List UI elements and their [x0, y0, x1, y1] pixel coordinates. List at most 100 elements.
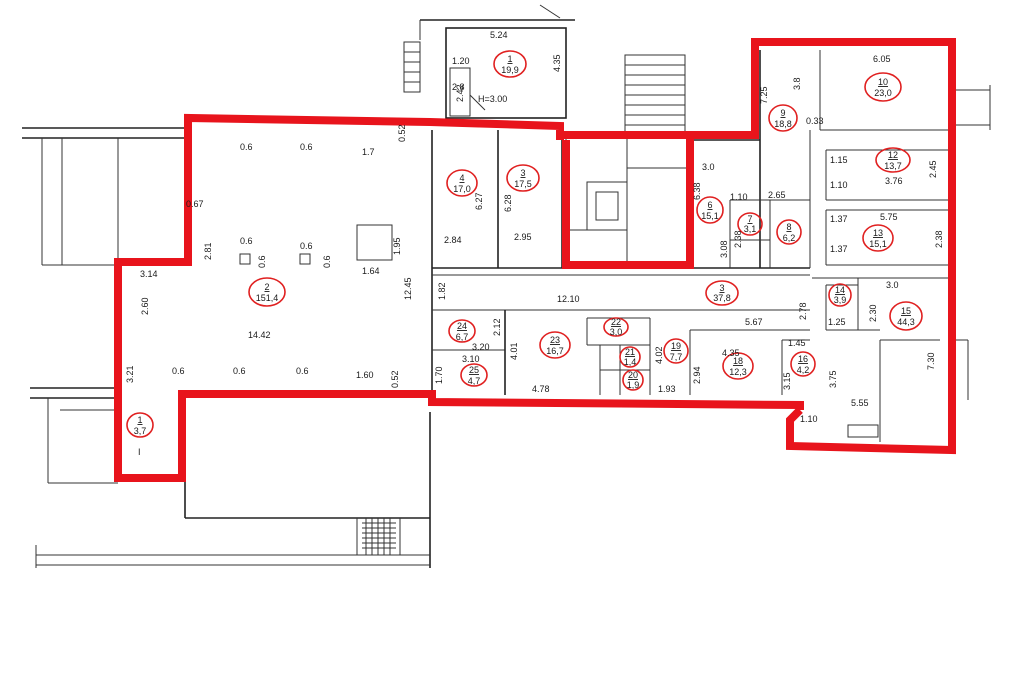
svg-text:1.10: 1.10 — [800, 414, 818, 424]
room-label: 2 151,4 — [248, 277, 286, 307]
room-labels: 1 19,9 2 151,4 3 17,5 4 17,0 3 37,8 6 15… — [126, 50, 923, 438]
svg-text:2.95: 2.95 — [514, 232, 532, 242]
svg-text:3: 3 — [520, 168, 525, 178]
svg-text:6,7: 6,7 — [456, 332, 469, 342]
svg-text:2.38: 2.38 — [934, 230, 944, 248]
svg-text:16: 16 — [798, 354, 808, 364]
svg-text:17,0: 17,0 — [453, 184, 471, 194]
room-label: 6 15,1 — [696, 196, 724, 224]
room-label: 3 37,8 — [705, 280, 739, 306]
svg-text:4,2: 4,2 — [797, 365, 810, 375]
svg-text:3.15: 3.15 — [782, 372, 792, 390]
svg-text:3,7: 3,7 — [134, 426, 147, 436]
room-label: 16 4,2 — [790, 351, 816, 377]
svg-text:5.67: 5.67 — [745, 317, 763, 327]
svg-text:1,9: 1,9 — [627, 380, 640, 390]
room-label: 13 15,1 — [862, 224, 894, 252]
room-label: 8 6,2 — [776, 219, 802, 245]
svg-text:I: I — [138, 447, 141, 457]
svg-text:1.37: 1.37 — [830, 214, 848, 224]
svg-text:6: 6 — [707, 200, 712, 210]
svg-text:0.6: 0.6 — [172, 366, 185, 376]
svg-text:2.12: 2.12 — [492, 318, 502, 336]
svg-text:13,7: 13,7 — [884, 161, 902, 171]
svg-text:19,9: 19,9 — [501, 65, 519, 75]
svg-text:3.08: 3.08 — [719, 240, 729, 258]
svg-text:6.28: 6.28 — [503, 194, 513, 212]
svg-text:2: 2 — [264, 282, 269, 292]
svg-text:17,5: 17,5 — [514, 179, 532, 189]
svg-text:1: 1 — [137, 415, 142, 425]
svg-text:3.21: 3.21 — [125, 365, 135, 383]
svg-text:6.27: 6.27 — [474, 192, 484, 210]
room-label: 1 19,9 — [493, 50, 527, 78]
svg-text:20: 20 — [628, 370, 638, 380]
svg-text:2.42: 2.42 — [455, 84, 465, 102]
svg-text:19: 19 — [671, 341, 681, 351]
svg-text:37,8: 37,8 — [713, 293, 731, 303]
svg-text:5.55: 5.55 — [851, 398, 869, 408]
svg-text:1.82: 1.82 — [437, 282, 447, 300]
svg-text:3.20: 3.20 — [472, 342, 490, 352]
svg-text:1,4: 1,4 — [624, 357, 637, 367]
svg-text:16,7: 16,7 — [546, 346, 564, 356]
room-label: 15 44,3 — [889, 301, 923, 331]
svg-text:1.37: 1.37 — [830, 244, 848, 254]
svg-text:7.30: 7.30 — [926, 352, 936, 370]
svg-text:7: 7 — [747, 214, 752, 224]
svg-text:1.7: 1.7 — [362, 147, 375, 157]
svg-text:1.70: 1.70 — [434, 366, 444, 384]
svg-text:0.6: 0.6 — [240, 236, 253, 246]
room-label: 10 23,0 — [864, 72, 902, 102]
svg-text:0.67: 0.67 — [186, 199, 204, 209]
svg-text:1.64: 1.64 — [362, 266, 380, 276]
room-label: 19 7,7 — [663, 338, 689, 364]
room-label: 1 3,7 — [126, 412, 154, 438]
svg-text:0.52: 0.52 — [390, 370, 400, 388]
svg-text:13: 13 — [873, 228, 883, 238]
svg-text:1.25: 1.25 — [828, 317, 846, 327]
svg-text:4.35: 4.35 — [552, 54, 562, 72]
svg-text:2.81: 2.81 — [203, 242, 213, 260]
room-label: 24 6,7 — [448, 319, 476, 343]
svg-text:25: 25 — [469, 365, 479, 375]
svg-text:2.30: 2.30 — [868, 304, 878, 322]
svg-text:1.93: 1.93 — [658, 384, 676, 394]
svg-text:4.01: 4.01 — [509, 342, 519, 360]
svg-text:0.6: 0.6 — [322, 255, 332, 268]
svg-text:1.20: 1.20 — [452, 56, 470, 66]
room-label: 25 4,7 — [460, 363, 488, 387]
svg-text:12,3: 12,3 — [729, 367, 747, 377]
svg-text:12: 12 — [888, 150, 898, 160]
room-label: 7 3,1 — [737, 212, 763, 236]
svg-text:4.78: 4.78 — [532, 384, 550, 394]
svg-text:2.65: 2.65 — [768, 190, 786, 200]
svg-text:3,1: 3,1 — [744, 224, 757, 234]
svg-text:4.02: 4.02 — [654, 346, 664, 364]
svg-text:3.0: 3.0 — [886, 280, 899, 290]
svg-text:2.60: 2.60 — [140, 297, 150, 315]
room-label: 9 18,8 — [768, 104, 798, 132]
highlighted-boundary — [114, 38, 956, 482]
svg-text:7.25: 7.25 — [759, 86, 769, 104]
svg-text:3.76: 3.76 — [885, 176, 903, 186]
svg-text:21: 21 — [625, 347, 635, 357]
svg-text:8: 8 — [786, 222, 791, 232]
svg-text:1.15: 1.15 — [830, 155, 848, 165]
room-label: 21 1,4 — [619, 346, 641, 368]
svg-text:6.05: 6.05 — [873, 54, 891, 64]
svg-text:14: 14 — [835, 285, 845, 295]
svg-text:15,1: 15,1 — [701, 211, 719, 221]
svg-text:0.6: 0.6 — [240, 142, 253, 152]
svg-text:0.33: 0.33 — [806, 116, 824, 126]
svg-text:151,4: 151,4 — [256, 293, 279, 303]
svg-text:4,7: 4,7 — [468, 376, 481, 386]
svg-text:0.52: 0.52 — [397, 124, 407, 142]
svg-text:23: 23 — [550, 335, 560, 345]
svg-text:0.6: 0.6 — [300, 241, 313, 251]
svg-text:0.6: 0.6 — [257, 255, 267, 268]
room-label: 20 1,9 — [622, 369, 644, 391]
svg-text:H=3.00: H=3.00 — [478, 94, 507, 104]
svg-text:3.8: 3.8 — [792, 77, 802, 90]
svg-text:4.35: 4.35 — [722, 348, 740, 358]
